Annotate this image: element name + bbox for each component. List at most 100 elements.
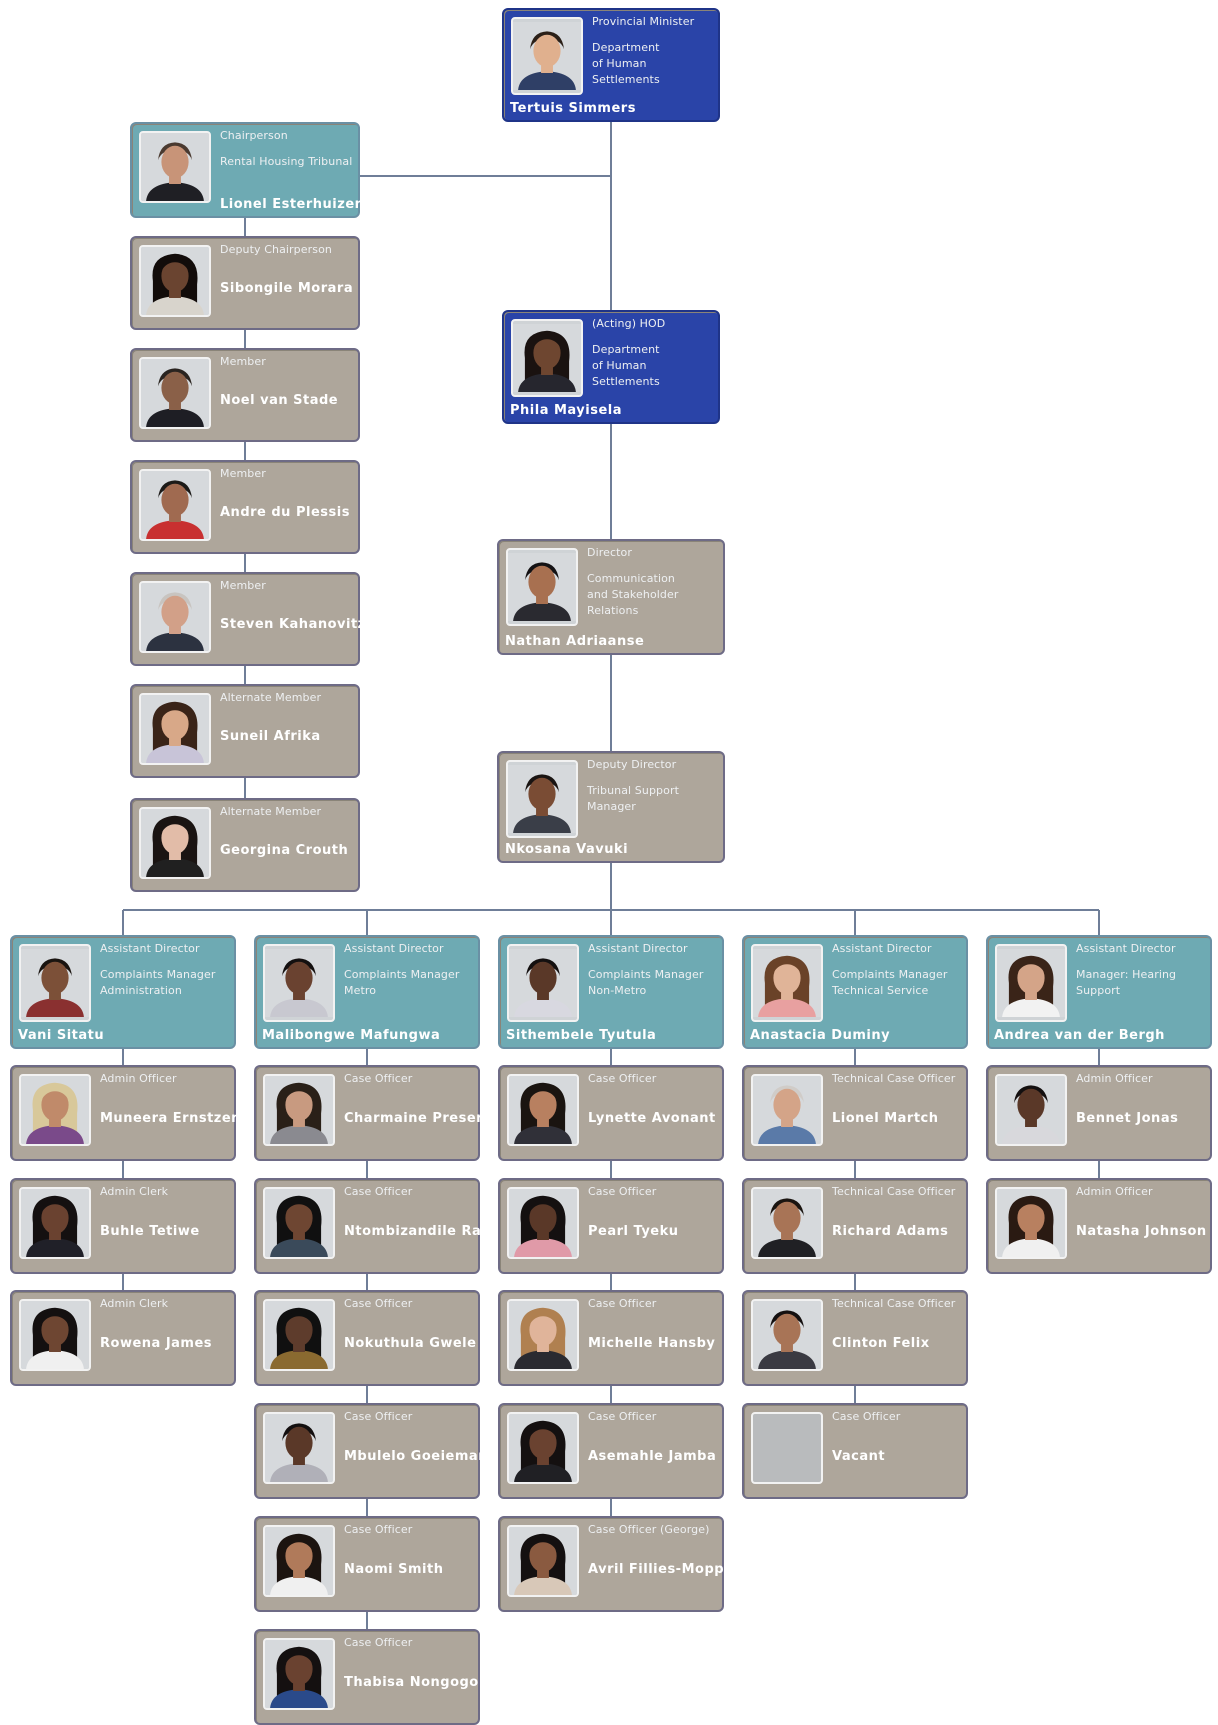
person-photo xyxy=(139,807,211,879)
person-name: Steven Kahanovitz xyxy=(220,617,366,632)
role-title: Case Officer xyxy=(344,1297,413,1310)
role-title: Alternate Member xyxy=(220,805,322,818)
person-photo xyxy=(139,131,211,203)
department-unit: Department of Human Settlements xyxy=(592,343,660,388)
department-unit: Complaints Manager Metro xyxy=(344,968,460,997)
person-photo xyxy=(139,245,211,317)
person-name: Nkosana Vavuki xyxy=(505,842,629,857)
role-title: Admin Clerk xyxy=(100,1185,169,1198)
role-title: Technical Case Officer xyxy=(832,1185,956,1198)
person-name: Vani Sitatu xyxy=(18,1028,105,1043)
person-name: Andrea van der Bergh xyxy=(994,1028,1165,1043)
person-photo xyxy=(507,1525,579,1597)
role-title: Provincial Minister xyxy=(592,15,695,28)
person-name: Sithembele Tyutula xyxy=(506,1028,657,1043)
person-photo xyxy=(995,1187,1067,1259)
role-title: Deputy Chairperson xyxy=(220,243,332,256)
role-title: Case Officer xyxy=(588,1072,657,1085)
role-title: Case Officer xyxy=(344,1636,413,1649)
role-title: Assistant Director xyxy=(832,942,932,955)
person-photo xyxy=(263,1412,335,1484)
role-title: Technical Case Officer xyxy=(832,1072,956,1085)
department-unit: Complaints Manager Non-Metro xyxy=(588,968,704,997)
person-photo xyxy=(995,944,1067,1022)
person-name: Pearl Tyeku xyxy=(588,1224,679,1239)
role-title: Alternate Member xyxy=(220,691,322,704)
person-name: Charmaine Present xyxy=(344,1111,493,1126)
person-photo xyxy=(139,581,211,653)
person-name: Thabisa Nongogo xyxy=(344,1675,479,1690)
person-name: Natasha Johnson xyxy=(1076,1224,1207,1239)
person-name: Anastacia Duminy xyxy=(750,1028,891,1043)
person-photo xyxy=(751,1074,823,1146)
person-name: Andre du Plessis xyxy=(220,505,350,520)
role-title: Case Officer xyxy=(344,1185,413,1198)
role-title: Director xyxy=(587,546,632,559)
person-photo xyxy=(19,1299,91,1371)
role-title: Case Officer xyxy=(588,1410,657,1423)
person-photo xyxy=(19,944,91,1022)
person-photo xyxy=(507,1187,579,1259)
department-unit: Tribunal Support Manager xyxy=(587,784,679,813)
person-photo xyxy=(19,1187,91,1259)
person-name: Bennet Jonas xyxy=(1076,1111,1179,1126)
person-photo xyxy=(511,17,583,95)
person-photo xyxy=(507,1412,579,1484)
person-name: Noel van Stade xyxy=(220,393,339,408)
department-unit: Communication and Stakeholder Relations xyxy=(587,572,679,617)
person-name: Rowena James xyxy=(100,1336,213,1351)
person-name: Phila Mayisela xyxy=(510,403,623,418)
role-title: Assistant Director xyxy=(1076,942,1176,955)
person-name: Ntombizandile Rayi xyxy=(344,1224,495,1239)
person-photo xyxy=(507,944,579,1022)
person-name: Buhle Tetiwe xyxy=(100,1224,200,1239)
role-title: Member xyxy=(220,355,266,368)
role-title: Case Officer xyxy=(344,1523,413,1536)
person-photo xyxy=(139,469,211,541)
person-name: Naomi Smith xyxy=(344,1562,444,1577)
role-title: Member xyxy=(220,579,266,592)
role-title: Technical Case Officer xyxy=(832,1297,956,1310)
person-name: Mbulelo Goeieman xyxy=(344,1449,488,1464)
person-name: Tertuis Simmers xyxy=(510,101,636,116)
person-photo xyxy=(507,1074,579,1146)
role-title: Admin Officer xyxy=(100,1072,177,1085)
role-title: Admin Officer xyxy=(1076,1072,1153,1085)
person-name: Suneil Afrika xyxy=(220,729,321,744)
person-photo xyxy=(263,944,335,1022)
person-name: Georgina Crouth xyxy=(220,843,349,858)
person-name: Lionel Esterhuizen xyxy=(220,197,365,212)
role-title: Case Officer (George) xyxy=(588,1523,710,1536)
role-title: Admin Officer xyxy=(1076,1185,1153,1198)
role-title: Assistant Director xyxy=(588,942,688,955)
department-unit: Rental Housing Tribunal xyxy=(220,155,353,168)
person-photo xyxy=(263,1525,335,1597)
person-name: Vacant xyxy=(832,1449,886,1464)
person-photo xyxy=(506,760,578,838)
role-title: Case Officer xyxy=(588,1297,657,1310)
role-title: Assistant Director xyxy=(100,942,200,955)
